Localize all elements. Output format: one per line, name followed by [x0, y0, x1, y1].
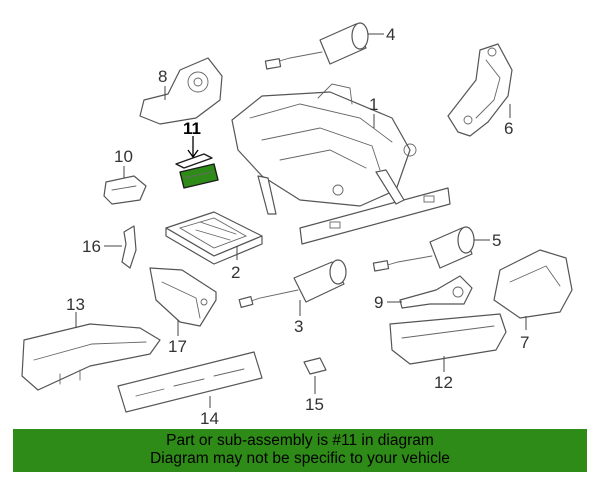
part-12-side-trim — [389, 313, 507, 365]
part-14-rail-cover — [117, 351, 263, 413]
callout-15: 15 — [305, 395, 324, 414]
callout-5: 5 — [492, 231, 501, 250]
part-4-motor — [264, 22, 369, 70]
callout-10: 10 — [114, 147, 133, 166]
part-15-clip — [303, 357, 327, 375]
callout-3: 3 — [294, 317, 303, 336]
callout-17: 17 — [168, 337, 187, 356]
part-8-recliner — [139, 57, 223, 125]
part-9-lever — [399, 275, 473, 309]
callout-8: 8 — [158, 67, 167, 86]
callout-12: 12 — [434, 373, 453, 392]
callout-13: 13 — [66, 295, 85, 314]
part-13-lower-panel — [21, 323, 161, 391]
callout-14: 14 — [200, 409, 219, 428]
part-17-cover-housing — [149, 267, 217, 327]
callout-11: 11 — [183, 119, 201, 138]
callout-4: 4 — [386, 25, 395, 44]
leader-lines — [75, 33, 527, 408]
banner-text-disclaimer: Diagram may not be specific to your vehi… — [150, 450, 450, 467]
info-banner: Part or sub-assembly is #11 in diagram D… — [13, 429, 587, 472]
part-2-seat-tray — [165, 211, 263, 265]
callout-16: 16 — [82, 237, 101, 256]
part-10-small-bracket — [103, 175, 147, 205]
callout-9: 9 — [374, 293, 383, 312]
callout-6: 6 — [504, 119, 513, 138]
banner-text-part-number: Part or sub-assembly is #11 in diagram — [166, 432, 434, 449]
part-3-motor — [238, 259, 347, 309]
callout-2: 2 — [231, 263, 240, 282]
part-7-side-cover — [493, 249, 573, 319]
callout-labels: 1 2 3 4 5 6 7 8 9 10 11 12 13 14 15 16 1… — [66, 25, 529, 428]
part-16-clip-bracket — [121, 225, 137, 269]
part-6-bracket — [447, 43, 513, 137]
callout-1: 1 — [369, 95, 378, 114]
part-5-motor — [372, 226, 475, 272]
part-11-switch-module — [175, 153, 219, 189]
part-1-seat-frame — [231, 83, 451, 245]
callout-7: 7 — [520, 333, 529, 352]
